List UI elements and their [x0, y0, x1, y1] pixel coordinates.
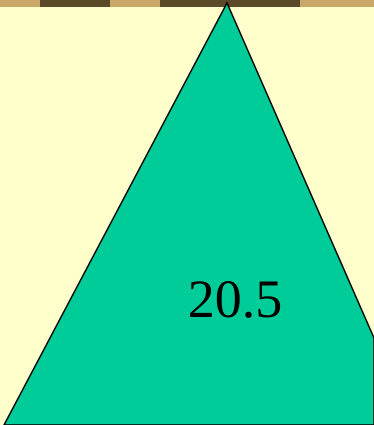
- top-image-highlight-left: [0, 0, 40, 7]
- triangle-shape: [3, 1, 374, 425]
- top-image-highlight-right: [300, 0, 374, 7]
- top-image-highlight-center: [110, 0, 160, 7]
- triangle-value-label: 20.5: [188, 269, 283, 329]
- top-image-strip: [0, 0, 374, 7]
- top-image-base: [0, 0, 374, 7]
